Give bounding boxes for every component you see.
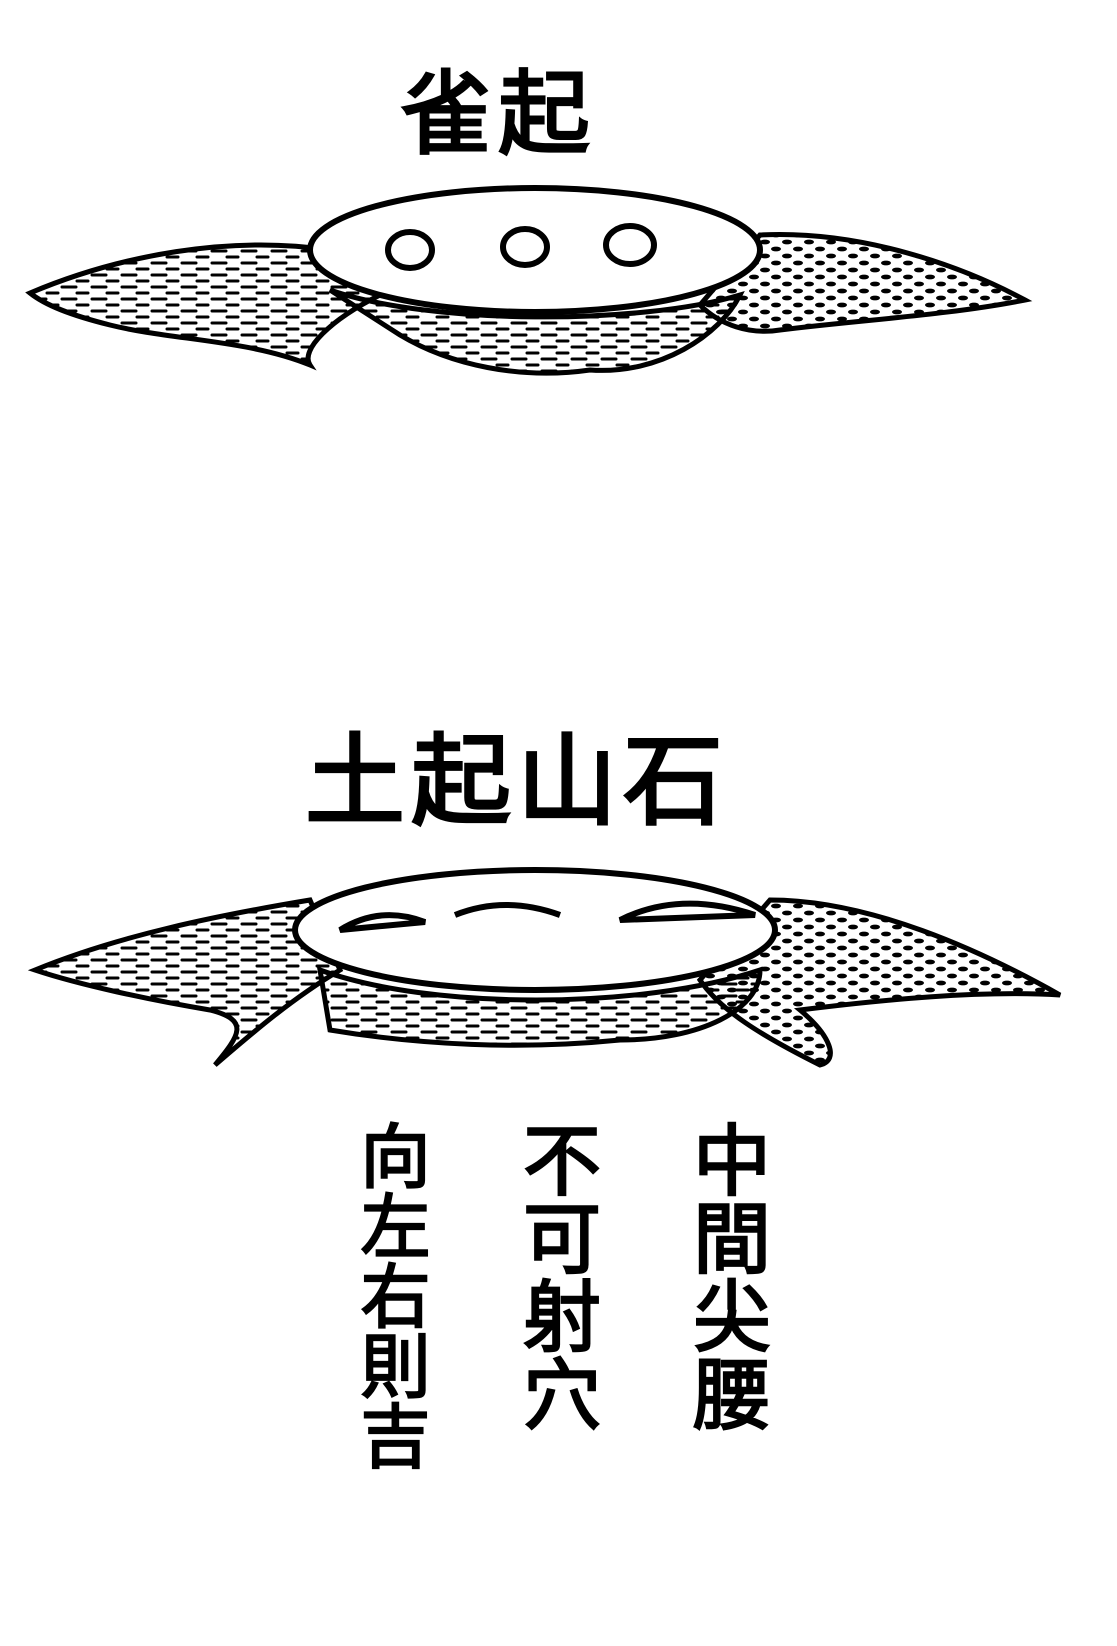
caption-text-left: 向左右則吉 <box>349 1120 432 1470</box>
right-wing-shape <box>696 232 1033 334</box>
caption-text-middle: 不可射穴 <box>510 1120 601 1432</box>
circle-mark-2 <box>500 226 550 268</box>
left-wing-shape <box>27 897 344 1067</box>
caption-column-right: 中間尖腰 <box>680 1120 771 1432</box>
arch-mark-2 <box>453 902 562 918</box>
dome-shape <box>307 185 763 315</box>
caption-column-middle: 不可射穴 <box>510 1120 601 1432</box>
caption-column-left: 向左右則吉 <box>345 1120 435 1470</box>
mound-illustration-1 <box>25 185 1033 376</box>
arch-mark-1 <box>338 912 427 933</box>
circle-mark-1 <box>385 229 435 271</box>
caption-text-right: 中間尖腰 <box>680 1120 771 1432</box>
left-wing-shape <box>25 242 385 371</box>
base-shape <box>316 966 763 1048</box>
dome-shape <box>292 867 778 993</box>
figure-title-2: 土起山石 <box>305 722 729 840</box>
figure-title-1: 雀起 <box>400 60 597 168</box>
mound-illustration-2 <box>27 867 1062 1068</box>
circle-mark-3 <box>603 223 657 267</box>
arch-mark-3 <box>618 900 756 923</box>
right-wing-shape <box>696 897 1062 1068</box>
base-shape <box>328 287 745 376</box>
